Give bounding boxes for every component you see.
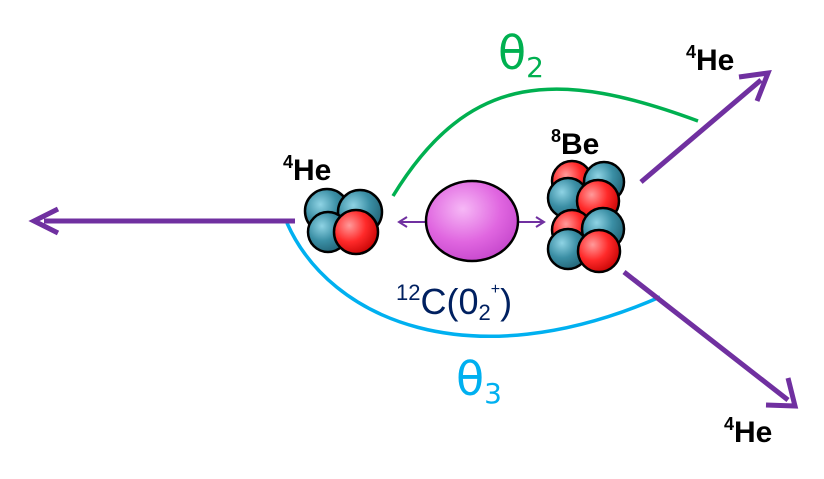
left-recoil-arrowhead xyxy=(397,216,408,228)
theta3-label: θ3 xyxy=(456,356,502,408)
open-paren: ( xyxy=(446,281,459,322)
helium-nucleus-left xyxy=(303,187,384,256)
level-index: 2 xyxy=(478,300,491,325)
mass-number: 4 xyxy=(724,414,735,434)
element-symbol: He xyxy=(734,416,773,449)
right-recoil-arrowhead xyxy=(535,216,546,228)
bottom-right-trajectory-line xyxy=(622,270,790,402)
mass-number: 4 xyxy=(686,42,697,62)
helium-label-left: 4He xyxy=(283,153,331,186)
helium-label-bottom-right: 4He xyxy=(724,415,772,448)
element-symbol: Be xyxy=(561,128,600,161)
carbon-state-label: 12C(02 +) xyxy=(396,282,512,324)
element-symbol: He xyxy=(696,44,735,77)
carbon-nucleus xyxy=(424,179,520,263)
mass-number: 4 xyxy=(283,152,294,172)
element-symbol: C xyxy=(420,281,447,322)
element-symbol: He xyxy=(293,154,332,187)
bottom-right-arrowhead xyxy=(765,377,799,409)
theta3-symbol: θ xyxy=(456,352,485,406)
mass-number: 12 xyxy=(396,280,421,305)
top-right-trajectory-line xyxy=(639,78,763,184)
theta2-curve xyxy=(391,87,699,197)
theta3-index: 3 xyxy=(484,377,502,410)
theta2-label: θ2 xyxy=(498,30,544,82)
beryllium-nucleus xyxy=(546,159,626,274)
theta2-index: 2 xyxy=(526,51,544,84)
proton xyxy=(332,208,380,256)
beryllium-label: 8Be xyxy=(551,127,599,160)
mass-number: 8 xyxy=(551,126,562,146)
level-spin: 0 xyxy=(458,281,479,322)
helium-label-top-right: 4He xyxy=(686,43,734,76)
proton xyxy=(576,228,622,274)
theta2-symbol: θ xyxy=(498,26,527,80)
top-right-arrowhead xyxy=(738,69,772,102)
parity: + xyxy=(490,281,501,298)
left-arrowhead xyxy=(28,206,60,236)
close-paren: ) xyxy=(500,281,513,322)
theta3-curve xyxy=(285,222,661,338)
